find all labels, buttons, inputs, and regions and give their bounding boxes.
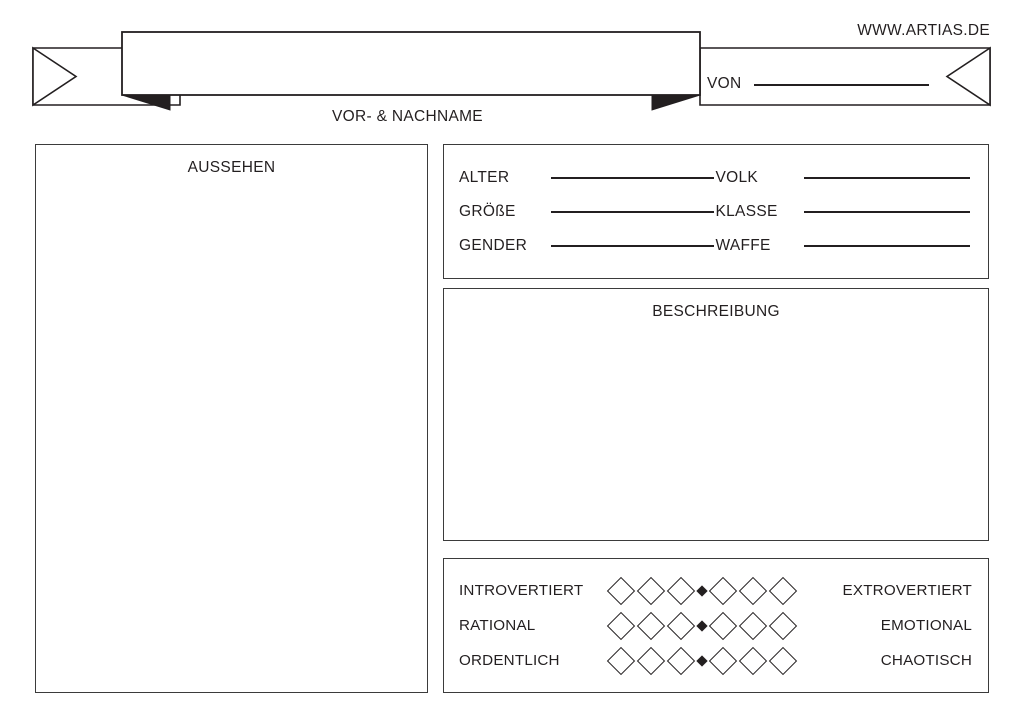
stat-row: GRÖßE KLASSE — [459, 203, 972, 221]
appearance-panel[interactable]: AUSSEHEN — [35, 144, 428, 693]
alignment-panel: INTROVERTIERT EXTROVERTIERT RATIONAL — [443, 558, 989, 693]
stats-panel: ALTER VOLK GRÖßE KLASSE — [443, 144, 989, 279]
stat-input-gender[interactable] — [551, 244, 714, 247]
alignment-track-introvertiert — [606, 576, 798, 605]
alignment-grid: INTROVERTIERT EXTROVERTIERT RATIONAL — [444, 559, 988, 692]
stat-label-klasse: KLASSE — [715, 202, 778, 220]
alignment-center-marker-icon — [696, 584, 708, 597]
alignment-row-rational: RATIONAL EMOTIONAL — [459, 611, 974, 640]
alignment-label-emotional: EMOTIONAL — [880, 617, 972, 634]
von-label: VON — [707, 75, 742, 92]
alignment-diamond[interactable] — [606, 611, 636, 640]
appearance-panel-title: AUSSEHEN — [187, 159, 276, 176]
alignment-diamond[interactable] — [708, 576, 738, 605]
stat-label-volk: VOLK — [715, 168, 759, 186]
alignment-label-introvertiert: INTROVERTIERT — [459, 582, 584, 599]
description-panel-title: BESCHREIBUNG — [652, 303, 780, 320]
stat-row: ALTER VOLK — [459, 169, 972, 187]
stat-label-gender: GENDER — [459, 236, 528, 254]
alignment-diamond[interactable] — [738, 576, 768, 605]
von-input-line[interactable] — [753, 84, 929, 86]
description-panel[interactable]: BESCHREIBUNG — [443, 288, 989, 541]
ribbon-graphic — [32, 31, 991, 111]
name-caption-label: VOR- & NACHNAME — [332, 108, 483, 125]
alignment-diamond[interactable] — [636, 576, 666, 605]
alignment-diamond[interactable] — [768, 576, 798, 605]
stat-input-alter[interactable] — [551, 176, 714, 179]
alignment-diamond[interactable] — [636, 646, 666, 675]
stat-input-klasse[interactable] — [803, 210, 970, 213]
alignment-row-introvertiert: INTROVERTIERT EXTROVERTIERT — [459, 576, 974, 605]
alignment-center-marker-icon — [696, 654, 708, 667]
alignment-label-chaotisch: CHAOTISCH — [880, 652, 972, 669]
stat-field-klasse: KLASSE — [716, 203, 973, 221]
stat-input-groesse[interactable] — [551, 210, 714, 213]
stat-field-volk: VOLK — [716, 169, 973, 187]
alignment-diamond[interactable] — [606, 576, 636, 605]
ribbon-left-notch — [32, 46, 78, 107]
stat-field-groesse: GRÖßE — [459, 203, 716, 221]
stat-row: GENDER WAFFE — [459, 237, 972, 255]
alignment-diamond[interactable] — [738, 611, 768, 640]
name-banner-box[interactable] — [121, 31, 701, 96]
stat-label-groesse: GRÖßE — [459, 202, 516, 220]
stat-field-alter: ALTER — [459, 169, 716, 187]
alignment-diamond[interactable] — [666, 576, 696, 605]
alignment-diamond[interactable] — [636, 611, 666, 640]
stat-input-volk[interactable] — [803, 176, 970, 179]
stat-field-gender: GENDER — [459, 237, 716, 255]
alignment-label-extrovertiert: EXTROVERTIERT — [842, 582, 972, 599]
alignment-diamond[interactable] — [666, 646, 696, 675]
alignment-diamond[interactable] — [738, 646, 768, 675]
alignment-diamond[interactable] — [606, 646, 636, 675]
site-url-label: WWW.ARTIAS.DE — [857, 22, 990, 39]
alignment-diamond[interactable] — [666, 611, 696, 640]
alignment-track-ordentlich — [606, 646, 798, 675]
alignment-diamond[interactable] — [768, 611, 798, 640]
alignment-row-ordentlich: ORDENTLICH CHAOTISCH — [459, 646, 974, 675]
alignment-diamond[interactable] — [708, 611, 738, 640]
stat-field-waffe: WAFFE — [716, 237, 973, 255]
stat-label-waffe: WAFFE — [715, 236, 771, 254]
stat-input-waffe[interactable] — [803, 244, 970, 247]
stat-label-alter: ALTER — [459, 168, 510, 186]
von-field-group: VON — [707, 75, 947, 93]
alignment-track-rational — [606, 611, 798, 640]
alignment-diamond[interactable] — [708, 646, 738, 675]
ribbon-right-notch — [945, 46, 991, 107]
alignment-center-marker-icon — [696, 619, 708, 632]
alignment-label-ordentlich: ORDENTLICH — [459, 652, 560, 669]
stats-grid: ALTER VOLK GRÖßE KLASSE — [444, 145, 988, 278]
header-ribbon: WWW.ARTIAS.DE VON VOR- & NACHNAME — [0, 0, 1024, 135]
alignment-diamond[interactable] — [768, 646, 798, 675]
alignment-label-rational: RATIONAL — [459, 617, 536, 634]
